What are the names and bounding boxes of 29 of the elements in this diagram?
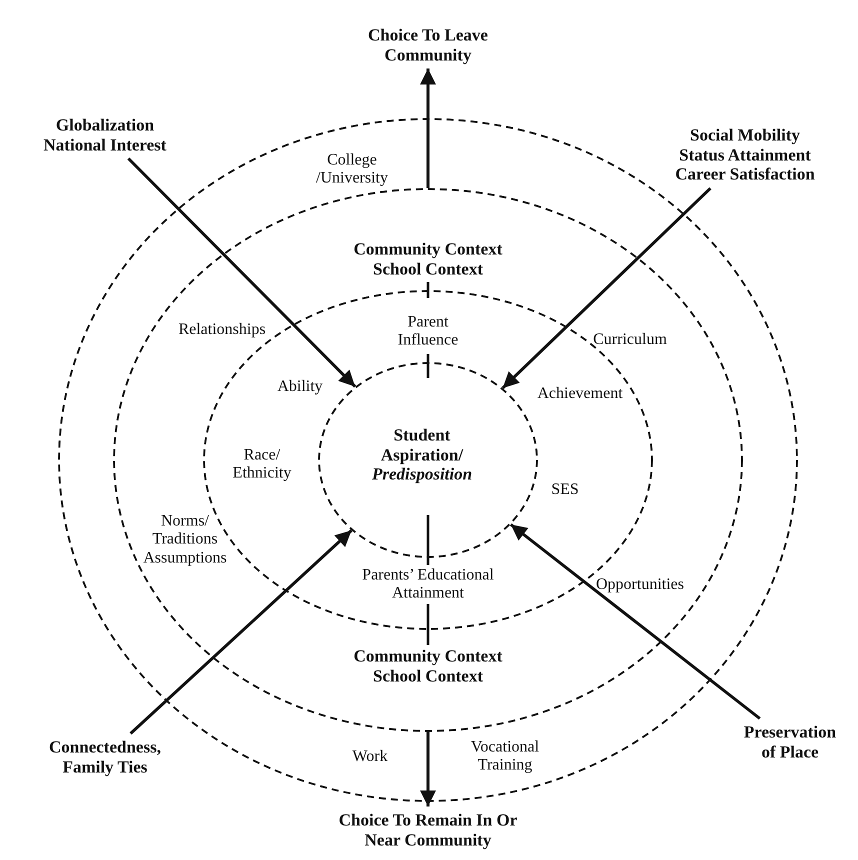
ring-label: College /University: [315, 152, 389, 188]
factor-text: Globalization National Interest: [32, 115, 178, 155]
arrow: [420, 732, 436, 806]
ring-label: Vocational Training: [470, 738, 540, 776]
outcome-text: Choice To Leave Community: [333, 25, 523, 65]
arrow: [510, 523, 761, 720]
ring-label: Ability: [277, 378, 323, 396]
ring-label: Achievement: [537, 384, 623, 404]
arrow: [127, 157, 356, 388]
factor-text: Social Mobility Status Attainment Career Satisfaction: [666, 126, 824, 184]
ring-label: Race/ Ethnicity: [232, 446, 292, 484]
factor-text: Connectedness, Family Ties: [38, 737, 172, 777]
arrow: [420, 68, 436, 188]
ring-label: Opportunities: [596, 576, 684, 594]
dashed-ring: [113, 188, 743, 732]
ring-label: Parent Influence: [396, 314, 460, 350]
ring-label: Parents’ Educational Attainment: [361, 566, 495, 604]
outcome-text: Choice To Remain In Or Near Community: [328, 810, 528, 850]
ring-label: Relationships: [178, 320, 266, 340]
ring-label: Curriculum: [593, 330, 667, 350]
ring-label: Norms/ Traditions Assumptions: [142, 512, 228, 568]
center-label: Student Aspiration/ Predisposition: [370, 426, 474, 484]
ring-label: Work: [352, 748, 388, 766]
outcome-text: Preservation of Place: [735, 722, 845, 762]
ring-label: Community Context School Context: [352, 646, 504, 686]
ring-label: Community Context School Context: [352, 239, 504, 279]
ring-label: SES: [551, 480, 579, 500]
arrow: [130, 529, 353, 735]
arrow: [502, 187, 712, 390]
